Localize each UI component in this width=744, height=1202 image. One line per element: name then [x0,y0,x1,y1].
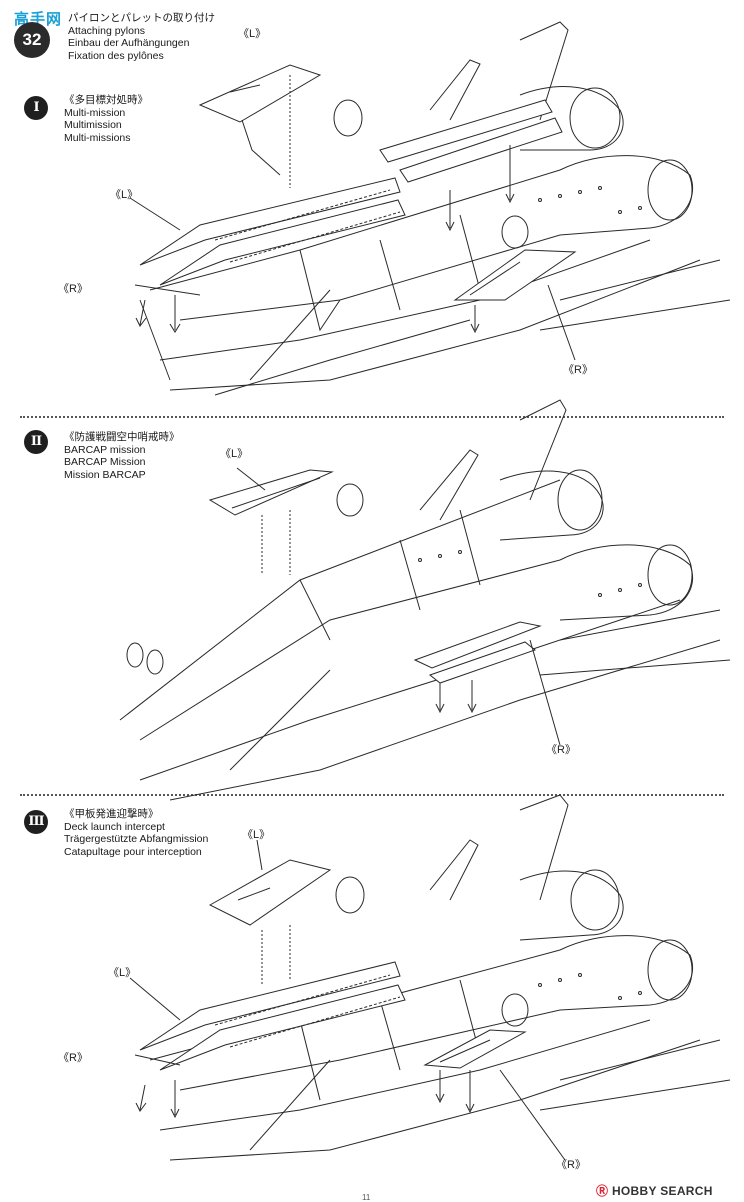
step-title-jp: パイロンとパレットの取り付け [68,12,215,24]
section-2-aircraft-drawing [119,399,731,801]
callout-l: 《L》 [220,448,249,460]
section-3-de: Trägergestützte Abfangmission [64,833,209,845]
watermark-bottom-text: HOBBY SEARCH [611,1184,713,1198]
section-3-en: Deck launch intercept [64,820,165,833]
callout-l: 《L》 [238,28,267,40]
section-1-aircraft-drawing [129,21,731,396]
section-2-de: BARCAP Mission [64,456,146,468]
section-2-title-jp: 《防護戦闘空中哨戒時》 [64,431,180,443]
callout-r: 《R》 [546,744,576,756]
callout-r: 《R》 [58,1052,88,1064]
section-1-roman-badge: I [24,96,48,120]
section-3-roman-badge: III [24,810,48,834]
section-2-fr: Mission BARCAP [64,468,146,481]
section-divider-1 [20,416,724,418]
section-3-label: 《甲板発進迎撃時》 Deck launch intercept Trägerge… [64,808,208,858]
section-1-fr: Multi-missions [64,131,131,144]
section-divider-2 [20,794,724,796]
section-1-de: Multimission [64,119,122,131]
callout-r: 《R》 [563,364,593,376]
callout-l: 《L》 [110,189,139,201]
callout-r: 《R》 [556,1159,586,1171]
watermark-bottom: Ⓡ HOBBY SEARCH [596,1182,713,1199]
section-3-aircraft-drawing [129,794,731,1161]
section-1-label: 《多目標対処時》 Multi-mission Multimission Mult… [64,94,148,144]
section-1-title-jp: 《多目標対処時》 [64,94,148,106]
section-2-en: BARCAP mission [64,443,146,456]
section-3-fr: Catapultage pour interception [64,845,202,858]
section-1-en: Multi-mission [64,106,126,119]
watermark-r-icon: Ⓡ [596,1184,609,1198]
section-2-label: 《防護戦闘空中哨戒時》 BARCAP mission BARCAP Missio… [64,431,180,481]
step-header: パイロンとパレットの取り付け Attaching pylons Einbau d… [68,12,215,62]
section-2-roman-badge: II [24,430,48,454]
callout-l: 《L》 [108,967,137,979]
step-number-badge: 32 [14,22,50,58]
page-number: 11 [362,1193,371,1202]
step-title-fr: Fixation des pylônes [68,49,164,62]
section-3-title-jp: 《甲板発進迎撃時》 [64,808,159,820]
callout-r: 《R》 [58,283,88,295]
step-title-de: Einbau der Aufhängungen [68,37,190,49]
step-title-en: Attaching pylons [68,24,146,37]
callout-l: 《L》 [242,829,271,841]
